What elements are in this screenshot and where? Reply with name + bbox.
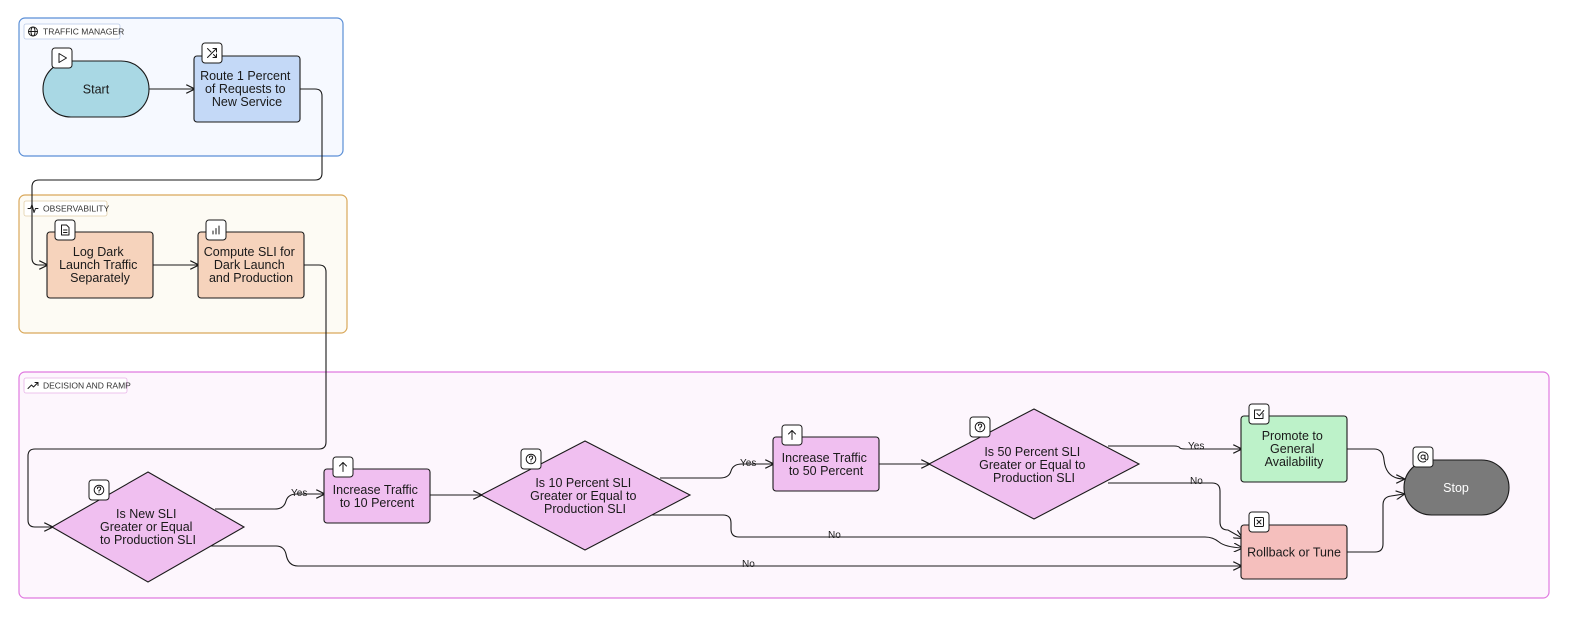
- check-square-icon: [1254, 409, 1265, 419]
- edge-label-no-isnew: No: [742, 559, 755, 570]
- group-observability-tag: [23, 200, 108, 217]
- edge-is50-rollback-no: [1108, 482, 1242, 538]
- node-stop-badge: [1412, 446, 1434, 468]
- node-compute[interactable]: Compute SLI for Dark Launch and Producti…: [197, 219, 305, 299]
- node-route-text: Route 1 Percent of Requests to New Servi…: [200, 69, 294, 109]
- document-icon: [61, 224, 70, 236]
- node-start-shape: [42, 60, 150, 118]
- node-log-text: Log Dark Launch Traffic Separately: [59, 245, 141, 285]
- group-traffic-manager-label: TRAFFIC MANAGER: [43, 27, 124, 37]
- node-increase-50[interactable]: Increase Traffic to 50 Percent: [772, 424, 880, 492]
- node-promote[interactable]: Promote to General Availability: [1240, 403, 1348, 483]
- question-icon: [974, 421, 986, 433]
- node-promote-badge: [1248, 403, 1270, 425]
- node-is-new-sli-text: Is New SLI Greater or Equal to Productio…: [100, 507, 196, 547]
- node-rollback-shape: [1240, 524, 1348, 580]
- edge-isnew-rollback-no: [209, 545, 1241, 566]
- node-increase-10[interactable]: Increase Traffic to 10 Percent: [323, 456, 431, 524]
- globe-icon: [28, 26, 38, 37]
- node-increase-10-shape: [323, 468, 431, 524]
- node-start-text: Start: [83, 83, 110, 97]
- node-rollback[interactable]: Rollback or Tune: [1240, 511, 1348, 580]
- node-start[interactable]: Start: [42, 47, 150, 118]
- edge-label-yes-is50: Yes: [1188, 441, 1204, 452]
- node-is-10-sli-text: Is 10 Percent SLI Greater or Equal to Pr…: [530, 476, 640, 516]
- arrow-up-icon: [339, 462, 347, 472]
- node-stop[interactable]: Stop: [1403, 446, 1510, 516]
- arrow-up-icon: [788, 430, 796, 440]
- node-log-shape: [46, 231, 154, 299]
- activity-icon: [27, 204, 39, 213]
- node-increase-10-text: Increase Traffic to 10 Percent: [333, 483, 422, 510]
- edge-rollback-stop: [1347, 494, 1404, 553]
- node-promote-text: Promote to General Availability: [1262, 429, 1327, 469]
- node-rollback-text: Rollback or Tune: [1247, 546, 1341, 560]
- edge-label-no-is50: No: [1190, 476, 1203, 487]
- edge-isnew-inc10-yes: [215, 494, 324, 510]
- node-route[interactable]: Route 1 Percent of Requests to New Servi…: [193, 42, 301, 123]
- node-compute-text: Compute SLI for Dark Launch and Producti…: [204, 245, 299, 285]
- node-is-10-sli[interactable]: Is 10 Percent SLI Greater or Equal to Pr…: [479, 440, 692, 551]
- edge-label-yes-is10: Yes: [740, 458, 756, 469]
- edge-is10-inc50-yes: [660, 464, 773, 479]
- bar-chart-icon: [212, 225, 220, 235]
- edges: Yes Yes Yes No No No: [27, 88, 1404, 570]
- node-is-50-sli[interactable]: Is 50 Percent SLI Greater or Equal to Pr…: [927, 408, 1141, 520]
- node-stop-shape: [1403, 459, 1510, 516]
- node-promote-shape: [1240, 415, 1348, 483]
- node-route-shape: [193, 55, 301, 123]
- node-stop-text: Stop: [1443, 481, 1469, 495]
- group-traffic-manager-tag: [23, 23, 121, 40]
- question-icon: [525, 453, 537, 465]
- group-decision-tag: [23, 377, 128, 394]
- edge-route-log: [31, 88, 323, 265]
- edge-is10-rollback-no: [650, 514, 1242, 548]
- edge-compute-isnew: [27, 264, 327, 527]
- edge-promote-stop: [1347, 448, 1404, 479]
- node-log[interactable]: Log Dark Launch Traffic Separately: [46, 219, 154, 299]
- node-start-badge: [51, 47, 73, 69]
- play-icon: [58, 53, 67, 63]
- shuffle-icon: [207, 48, 217, 58]
- trending-up-icon: [27, 382, 39, 389]
- edge-label-no-is10: No: [828, 530, 841, 541]
- group-decision-label: DECISION AND RAMP: [43, 381, 131, 391]
- node-increase-50-shape: [772, 436, 880, 492]
- node-increase-50-text: Increase Traffic to 50 Percent: [782, 451, 871, 478]
- node-is-50-sli-text: Is 50 Percent SLI Greater or Equal to Pr…: [979, 445, 1089, 485]
- at-sign-icon: [1417, 451, 1429, 463]
- x-square-icon: [1254, 517, 1264, 527]
- group-observability-label: OBSERVABILITY: [43, 204, 110, 214]
- edge-is50-promote-yes: [1108, 446, 1241, 449]
- edge-label-yes-isnew: Yes: [291, 488, 307, 499]
- question-icon: [93, 484, 105, 496]
- node-is-new-sli[interactable]: Is New SLI Greater or Equal to Productio…: [50, 471, 246, 583]
- node-compute-shape: [197, 231, 305, 299]
